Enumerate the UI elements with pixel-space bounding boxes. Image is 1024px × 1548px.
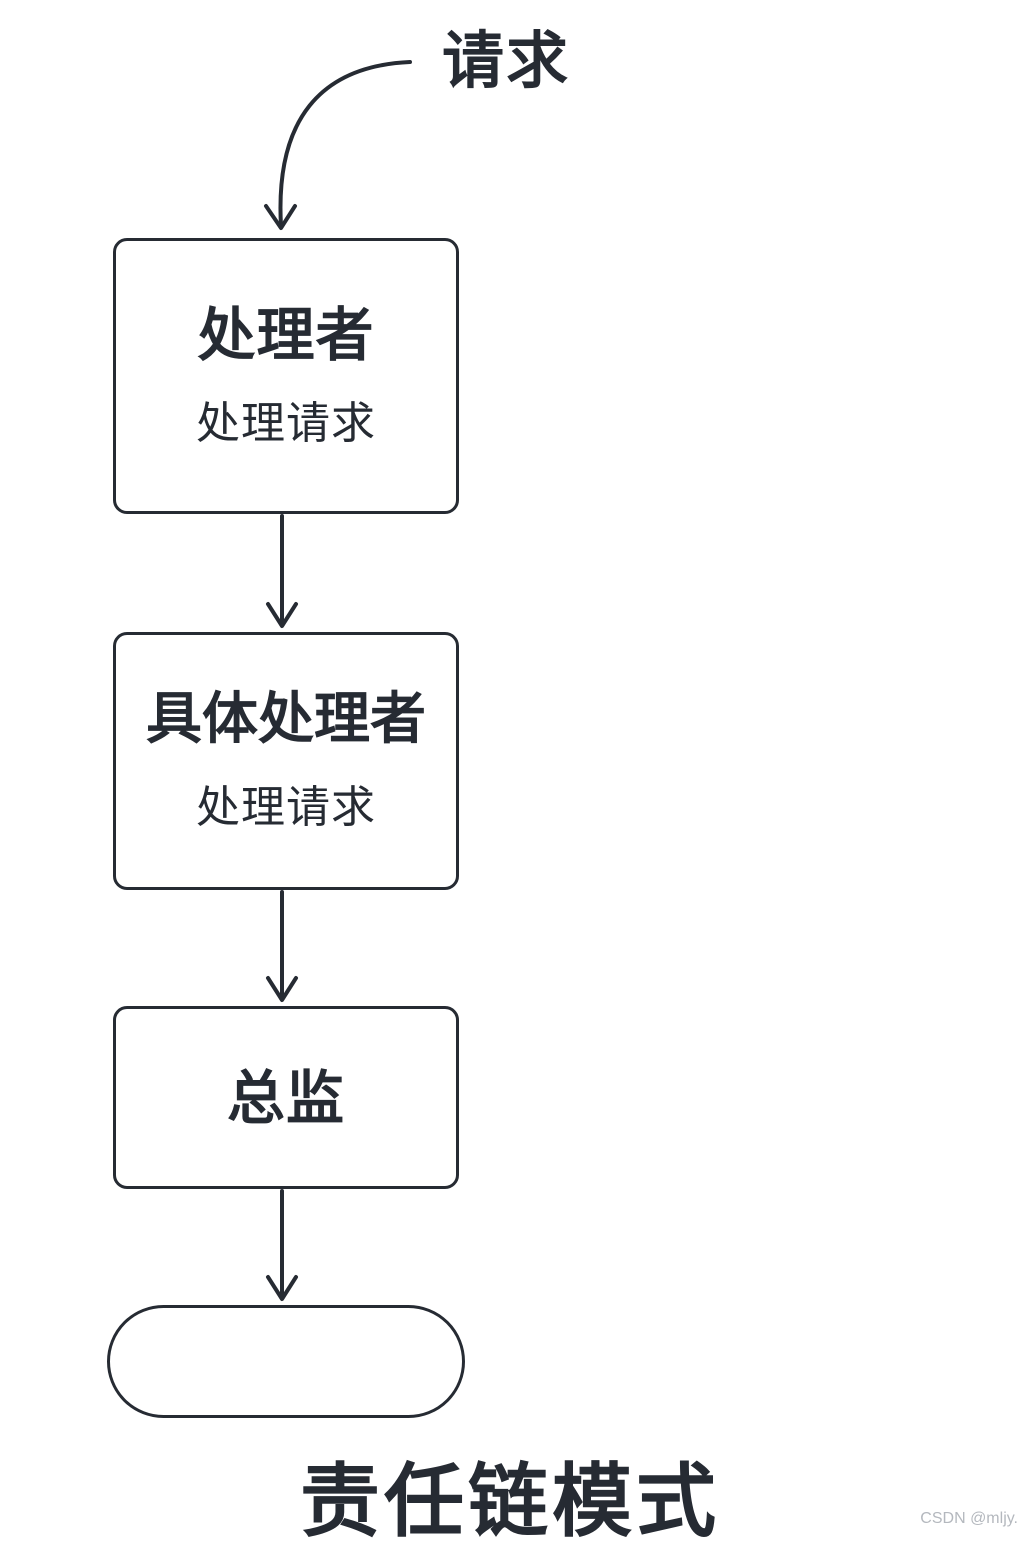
concrete-handler-subtitle: 处理请求: [196, 782, 376, 833]
arrowhead-handler-to-concrete: [266, 602, 298, 628]
request-label: 请求: [442, 24, 571, 97]
request-arrow: [278, 60, 412, 228]
concrete-handler-title: 具体处理者: [146, 687, 426, 752]
request-arrowhead: [264, 204, 297, 230]
arrowhead-concrete-to-director: [266, 976, 298, 1002]
handler-subtitle: 处理请求: [196, 398, 376, 449]
director-node: 总监: [113, 1006, 459, 1189]
director-title: 总监: [226, 1063, 345, 1132]
concrete-handler-node: 具体处理者 处理请求: [113, 632, 459, 890]
handler-title: 处理者: [197, 301, 375, 369]
terminal-node: [107, 1305, 465, 1418]
handler-node: 处理者 处理请求: [113, 238, 459, 514]
diagram-caption: 责任链模式: [300, 1455, 720, 1548]
watermark: CSDN @mljy.: [920, 1510, 1018, 1527]
arrowhead-director-to-terminal: [266, 1275, 298, 1301]
